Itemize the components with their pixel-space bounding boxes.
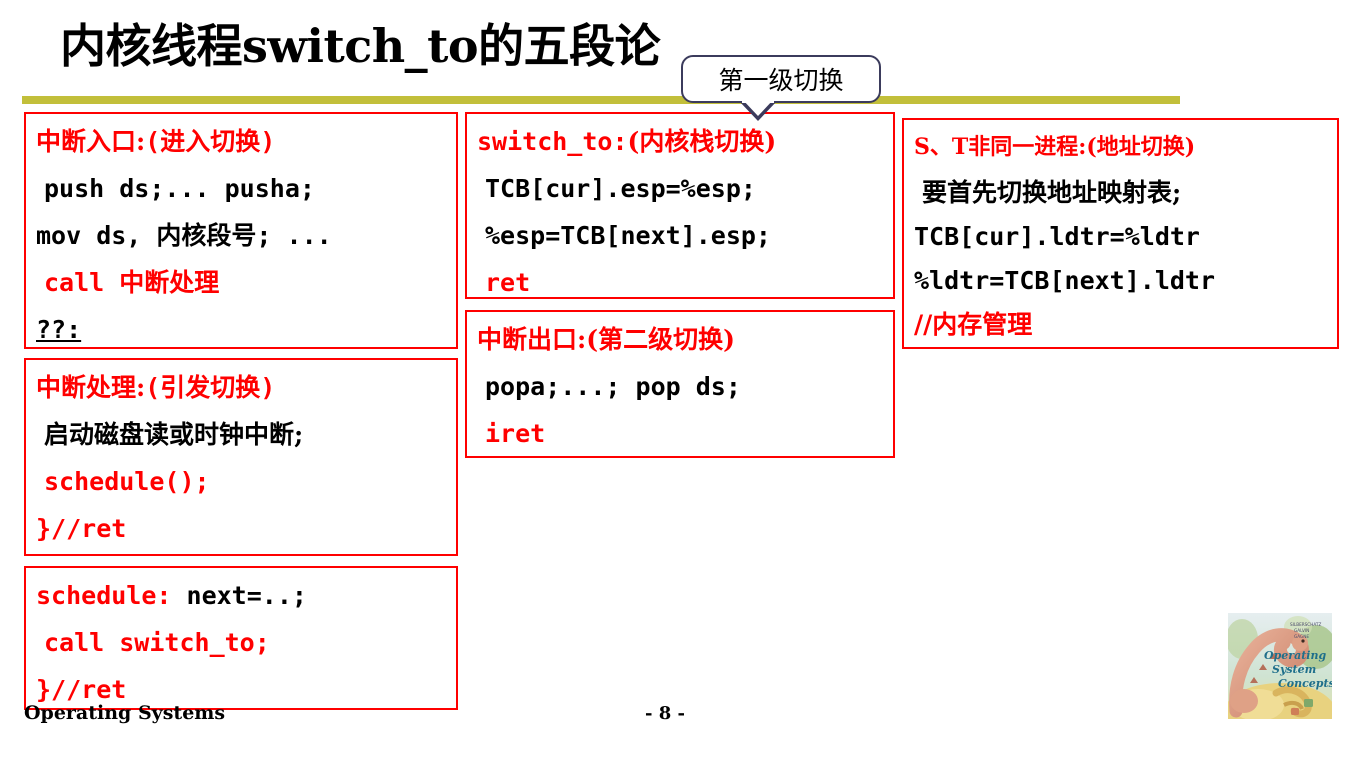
svg-text:Concepts: Concepts [1278,677,1332,690]
header-main-text: 中断出口: [477,325,587,354]
header-main-text: S、T非同一进程: [914,134,1087,160]
code-line: schedule(); [44,467,210,496]
header-note-text: (引发切换) [145,373,276,402]
code-line: //内存管理 [914,310,1033,339]
codebox-switch-to: switch_to:(内核栈切换) TCB[cur].esp=%esp; %es… [465,112,895,299]
codebox-interrupt-exit: 中断出口:(第二级切换) popa;...; pop ds; iret [465,310,895,458]
codebox-interrupt-handler: 中断处理:(引发切换) 启动磁盘读或时钟中断; schedule(); }//r… [24,358,458,556]
codebox-interrupt-entry: 中断入口:(进入切换) push ds;... pusha; mov ds, 内… [24,112,458,349]
callout-bubble-first-level-switch: 第一级切换 [681,55,881,103]
codebox-switch-to-header: switch_to:(内核栈切换) [467,118,893,165]
code-line-unknown-label: ??: [36,315,82,344]
header-main-text: switch_to: [477,127,628,156]
code-line: mov ds, 内核段号; ... [36,221,332,250]
header-note-text: (第二级切换) [586,325,735,354]
svg-text:Operating: Operating [1264,649,1326,662]
codebox-schedule: schedule: next=..; call switch_to; }//re… [24,566,458,710]
schedule-next-value: next=..; [186,581,307,610]
code-line: push ds;... pusha; [44,174,315,203]
header-main-text: 中断处理: [36,373,146,402]
footer-page-number: - 8 - [645,703,685,724]
title-divider-rule [22,96,1180,104]
codebox-interrupt-entry-header: 中断入口:(进入切换) [26,118,456,165]
svg-text:SILBERSCHATZ: SILBERSCHATZ [1290,622,1321,627]
svg-text:GALVIN: GALVIN [1294,628,1309,633]
code-line: %esp=TCB[next].esp; [485,221,771,250]
code-line: 启动磁盘读或时钟中断; [44,420,304,449]
footer-course-label: Operating Systems [24,702,226,724]
codebox-address-switch-header: S、T非同一进程:(地址切换) [904,124,1337,171]
callout-tail-joint [742,97,774,103]
code-line: 要首先切换地址映射表; [922,178,1182,207]
svg-text:GAGNE: GAGNE [1294,634,1309,639]
code-line: }//ret [36,514,127,543]
code-line: popa;...; pop ds; [485,372,741,401]
callout-label: 第一级切换 [718,66,844,95]
code-line: %ldtr=TCB[next].ldtr [914,266,1216,295]
code-line: iret [485,419,546,448]
codebox-address-switch: S、T非同一进程:(地址切换) 要首先切换地址映射表; TCB[cur].ldt… [902,118,1339,349]
svg-text:System: System [1272,663,1316,676]
header-note-text: (内核栈切换) [627,127,777,156]
code-line: }//ret [36,675,127,704]
book-cover-artwork: Operating System Concepts SILBERSCHATZ G… [1228,613,1332,719]
page-title: 内核线程switch_to的五段论 [60,19,661,73]
header-main-text: 中断入口: [36,127,146,156]
code-line: TCB[cur].esp=%esp; [485,174,756,203]
header-note-text: (地址切换) [1086,134,1196,160]
codebox-interrupt-handler-header: 中断处理:(引发切换) [26,364,456,411]
callout-tail-fill-icon [742,99,774,116]
code-line: ret [485,268,531,297]
code-line: TCB[cur].ldtr=%ldtr [914,222,1200,251]
code-line: call switch_to; [44,628,270,657]
book-cover-image: Operating System Concepts SILBERSCHATZ G… [1228,613,1332,719]
codebox-interrupt-exit-header: 中断出口:(第二级切换) [467,316,893,363]
codebox-schedule-header: schedule: next=..; [26,572,456,619]
header-note-text: (进入切换) [145,127,276,156]
schedule-label: schedule: [36,581,172,610]
code-line: call 中断处理 [44,268,220,297]
